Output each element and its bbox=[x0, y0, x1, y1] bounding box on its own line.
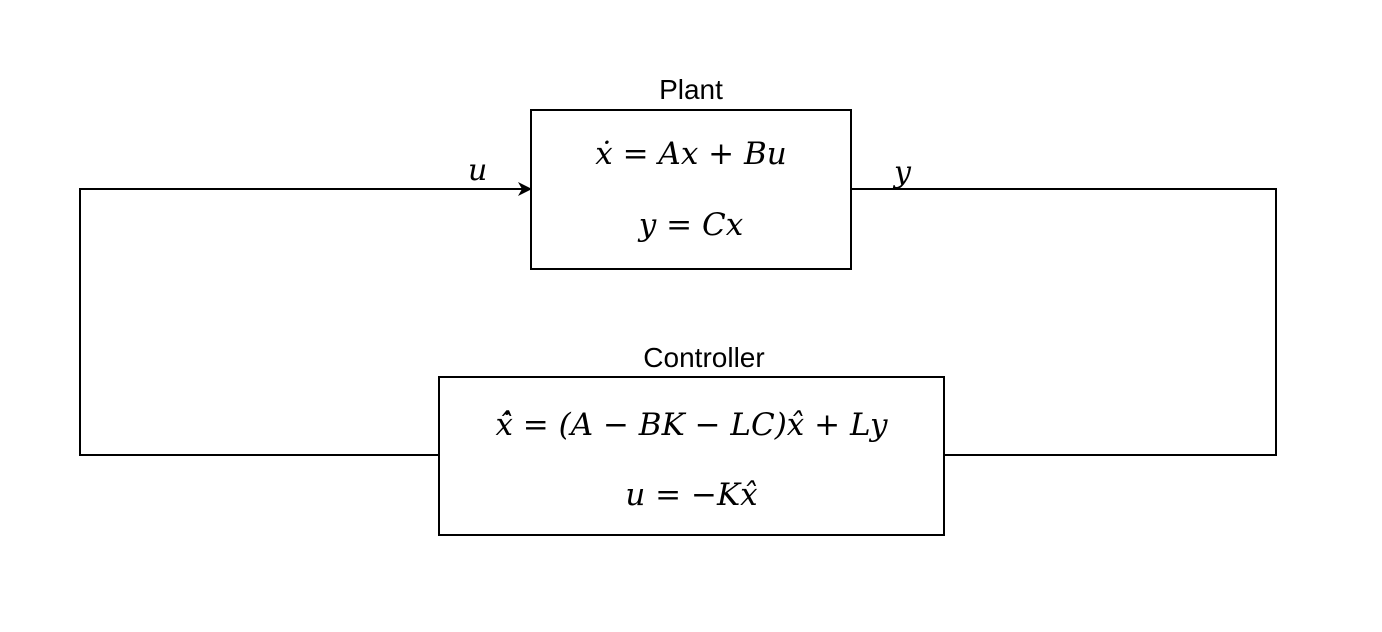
controller-block: x̂̇ = (A − BK − LC)x̂ + Ly u = −Kx̂ bbox=[438, 376, 945, 536]
input-signal-label: u bbox=[468, 153, 488, 188]
output-signal-line-y bbox=[851, 188, 1277, 456]
plant-title: Plant bbox=[659, 74, 723, 105]
plant-output-equation: y = Cx bbox=[638, 207, 744, 243]
output-signal-label: y bbox=[894, 155, 911, 190]
input-signal-line-u bbox=[79, 182, 532, 456]
controller-control-law-equation: u = −Kx̂ bbox=[625, 477, 758, 513]
controller-title: Controller bbox=[643, 342, 765, 373]
plant-block: ẋ = Ax + Bu y = Cx bbox=[530, 109, 852, 270]
plant-state-equation: ẋ = Ax + Bu bbox=[595, 136, 787, 172]
controller-estimator-equation: x̂̇ = (A − BK − LC)x̂ + Ly bbox=[495, 407, 888, 443]
